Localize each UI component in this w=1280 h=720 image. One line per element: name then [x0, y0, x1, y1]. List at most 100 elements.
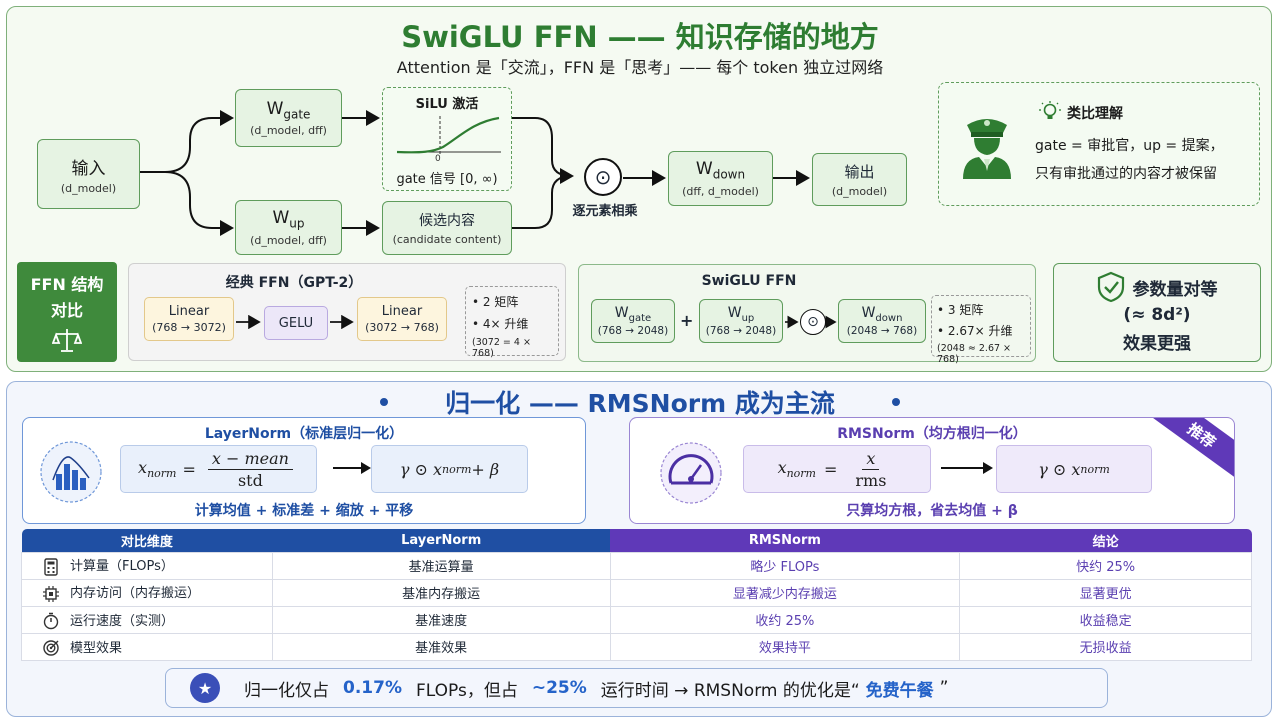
swiglu-wgate-dim: (768 → 2048) [597, 325, 669, 338]
w-down-main: W [695, 159, 713, 180]
table-row: 计算量（FLOPs） 基准运算量 略少 FLOPs 快约 25% [21, 551, 1252, 580]
elementwise-multiply-icon: ⊙ [584, 158, 622, 196]
silu-title: SiLU 激活 [415, 97, 479, 112]
swiglu-wdown-subscript: down [875, 312, 903, 324]
swiglu-note-1: • 3 矩阵 [937, 303, 984, 317]
swiglu-wup-dim: (768 → 2048) [705, 325, 777, 338]
swiglu-wgate-box: Wgate (768 → 2048) [591, 299, 675, 343]
ln-lhs-x: x [138, 457, 148, 477]
title-decor [380, 398, 900, 406]
row-dimension-cell: 计算量（FLOPs） [21, 551, 273, 580]
analogy-title: 类比理解 [1067, 106, 1123, 122]
header-rmsnorm: RMSNorm [610, 529, 960, 552]
swiglu-wup-box: Wup (768 → 2048) [699, 299, 783, 343]
summary-part-2: FLOPs，但占 [415, 680, 518, 701]
w-down-dim: (dff, d_model) [682, 184, 759, 198]
output-label: 输出 [844, 163, 875, 181]
classic-linear-2-box: Linear (3072 → 768) [357, 297, 447, 341]
input-box: 输入 (d_model) [37, 139, 140, 209]
row-dimension: 模型效果 [70, 640, 123, 656]
classic-linear-1-dim: (768 → 3072) [152, 321, 226, 334]
ln-denominator: std [237, 470, 263, 490]
swiglu-subtitle: Attention 是「交流」，FFN 是「思考」—— 每个 token 独立过… [396, 58, 884, 77]
row-dimension-cell: 运行速度（实测） [21, 605, 273, 634]
row-dimension: 内存访问（内存搬运） [70, 586, 201, 602]
classic-linear-2-dim: (3072 → 768) [365, 321, 439, 334]
input-label: 输入 [71, 158, 106, 179]
classic-linear-2-label: Linear [381, 304, 423, 319]
chip-icon [43, 585, 59, 602]
w-gate-dim: (d_model, dff) [250, 124, 327, 138]
swiglu-wup-main: W [727, 304, 742, 321]
swiglu-note-2: • 2.67× 升维 [937, 324, 1013, 338]
swiglu-wup-subscript: up [741, 312, 755, 324]
comparison-table: 对比维度 LayerNorm RMSNorm 结论 计算量（FLOPs） 基准运… [21, 529, 1252, 662]
flow-arrows [140, 110, 810, 236]
params-panel: 参数量对等 (≈ 8d²) 效果更强 [1053, 263, 1261, 362]
layernorm-panel: LayerNorm（标准层归一化） xnorm = x − mean std γ… [22, 417, 586, 524]
row-conclusion: 收益稳定 [959, 605, 1252, 634]
rms-lhs-sub: norm [786, 467, 816, 481]
ffn-compare-line-2: 对比 [50, 301, 83, 320]
row-rmsnorm: 显著减少内存搬运 [609, 578, 961, 607]
row-layernorm: 基准运算量 [271, 551, 611, 580]
layernorm-formula-lhs: xnorm = x − mean std [120, 445, 317, 493]
swiglu-ffn-panel: SwiGLU FFN Wgate (768 → 2048) + Wup (768… [578, 264, 1036, 365]
params-line-2: (≈ 8d²) [1123, 305, 1191, 325]
silu-box: SiLU 激活 0 gate 信号 [0, ∞) [382, 87, 512, 191]
swiglu-arrows [785, 315, 837, 329]
w-down-subscript: down [712, 167, 746, 182]
row-dimension-cell: 模型效果 [21, 632, 273, 662]
output-dim: (d_model) [831, 185, 888, 198]
analogy-line-2: 只有审批通过的内容才被保留 [1035, 166, 1217, 182]
ln-numerator: x − mean [207, 449, 293, 470]
table-row: 内存访问（内存搬运） 基准内存搬运 显著减少内存搬运 显著更优 [21, 578, 1252, 607]
rms-denominator: rms [855, 470, 887, 490]
w-gate-main: W [266, 98, 284, 119]
classic-ffn-panel: 经典 FFN（GPT-2） Linear (768 → 3072) GELU L… [128, 263, 566, 361]
swiglu-wdown-dim: (2048 → 768) [846, 325, 918, 338]
row-rmsnorm: 略少 FLOPs [609, 551, 961, 580]
classic-gelu-box: GELU [264, 306, 328, 340]
target-icon [43, 640, 59, 656]
w-up-subscript: up [289, 216, 305, 231]
w-up-main: W [272, 208, 290, 229]
classic-linear-1-label: Linear [168, 304, 210, 319]
header-layernorm: LayerNorm [272, 529, 611, 552]
silu-caption: gate 信号 [0, ∞) [396, 172, 498, 187]
rms-arrow-icon [941, 462, 993, 474]
header-conclusion: 结论 [959, 529, 1252, 552]
summary-part-3: 运行时间 → RMSNorm 的优化是“ [600, 680, 860, 701]
analogy-line-1: gate = 审批官，up = 提案， [1035, 138, 1224, 154]
table-row: 运行速度（实测） 基准速度 收约 25% 收益稳定 [21, 605, 1252, 634]
calculator-icon [44, 558, 58, 576]
summary-value-1: 0.17% [343, 678, 402, 698]
stopwatch-icon [43, 612, 59, 630]
swiglu-wgate-subscript: gate [628, 312, 652, 324]
table-header-row: 对比维度 LayerNorm RMSNorm 结论 [21, 529, 1252, 552]
params-line-3: 效果更强 [1123, 334, 1191, 354]
swiglu-wdown-box: Wdown (2048 → 768) [838, 299, 926, 343]
swiglu-wgate-main: W [614, 304, 629, 321]
ln-rhs-gamma: γ ⊙ x [399, 459, 442, 479]
w-up-box: Wup (d_model, dff) [235, 200, 342, 255]
table-row: 模型效果 基准效果 效果持平 无损收益 [21, 632, 1252, 662]
swiglu-ffn-title: SwiGLU FFN [701, 273, 797, 289]
classic-arrows [236, 314, 354, 330]
candidate-label: 候选内容 [419, 213, 475, 229]
row-layernorm: 基准效果 [271, 632, 611, 662]
row-conclusion: 显著更优 [959, 578, 1252, 607]
summary-bar: ★ 归一化仅占 0.17% FLOPs，但占 ~25% 运行时间 → RMSNo… [165, 668, 1108, 708]
swiglu-plus: + [680, 311, 694, 330]
classic-note-1: • 2 矩阵 [472, 295, 519, 309]
rms-lhs-x: x [777, 457, 787, 477]
candidate-box: 候选内容 (candidate content) [382, 201, 512, 255]
ffn-compare-label: FFN 结构 对比 [17, 262, 117, 362]
ln-arrow-icon [333, 462, 371, 474]
swiglu-notes: • 3 矩阵 • 2.67× 升维 (2048 ≈ 2.67 × 768) [931, 295, 1031, 365]
ln-lhs-sub: norm [147, 467, 177, 481]
classic-note-3: (3072 = 4 × 768) [472, 337, 531, 359]
row-layernorm: 基准内存搬运 [271, 578, 611, 607]
